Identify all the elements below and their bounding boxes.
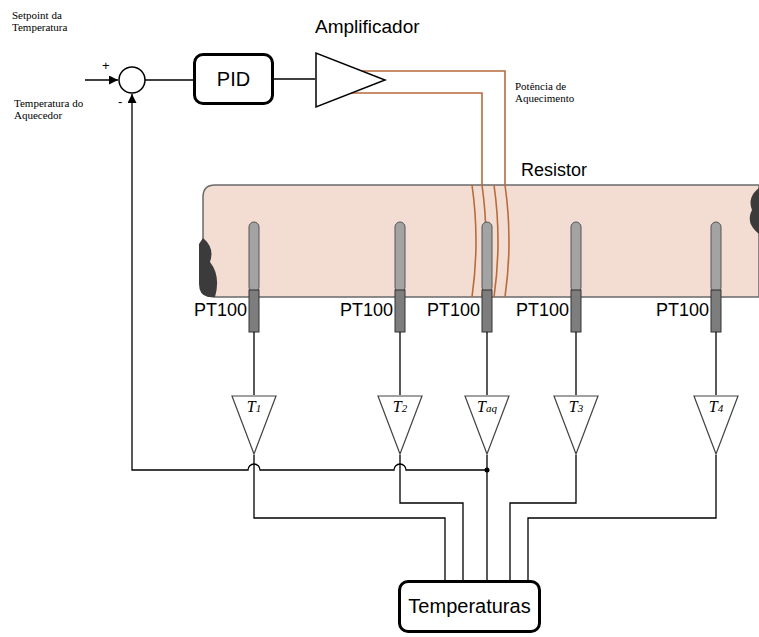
sensor-amplifier: T3 [553,395,599,455]
setpoint-label: Setpoint da Temperatura [12,9,84,33]
pid-box: PID [193,53,274,105]
setpoint-arrow [85,79,118,80]
summing-junction [119,67,145,93]
probe-label: PT100 [656,300,709,321]
signal-wire [486,455,487,580]
probe-label: PT100 [340,300,393,321]
sensor-amplifier: T2 [377,395,423,455]
heater-coil [472,185,509,297]
pipe-left-end [199,238,217,297]
amplifier-label: Amplificador [315,16,420,38]
box-label: Temperaturas [408,595,530,618]
power-label: Potência de Aquecimento [515,80,589,104]
power-wires [350,71,505,185]
sensor-label: T2 [377,398,423,416]
signal-wire [274,78,315,79]
minus-sign: - [118,94,122,109]
resistor-label: Resistor [521,160,587,181]
sensor-amplifier: T4 [693,395,739,455]
probe-label: PT100 [516,300,569,321]
feedback-wire [132,94,487,470]
pipe-right-end [750,188,759,234]
probe-wires [254,332,716,395]
feedback-label: Temperatura do Aquecedor [14,97,88,121]
temperatures-box: Temperaturas [398,580,541,633]
signal-wire [254,455,445,580]
sensor-label: T1 [231,398,277,416]
signal-wire [400,455,463,580]
pt100-probes [249,222,721,332]
signal-wire [528,455,716,580]
junction-to-pid-wire [145,79,193,81]
sensor-label: T3 [553,398,599,416]
sensor-amplifier: T1 [231,395,277,455]
amplifier-triangle: Amplificador [315,16,433,107]
sensor-label: T4 [693,398,739,416]
sensor-label: Taq [464,398,510,416]
probe-label: PT100 [427,300,480,321]
plus-sign: + [102,58,110,73]
probe-label: PT100 [194,300,247,321]
pipe-body [203,185,759,297]
sensor-amplifier: Taq [464,395,510,455]
box-label: PID [217,68,250,91]
